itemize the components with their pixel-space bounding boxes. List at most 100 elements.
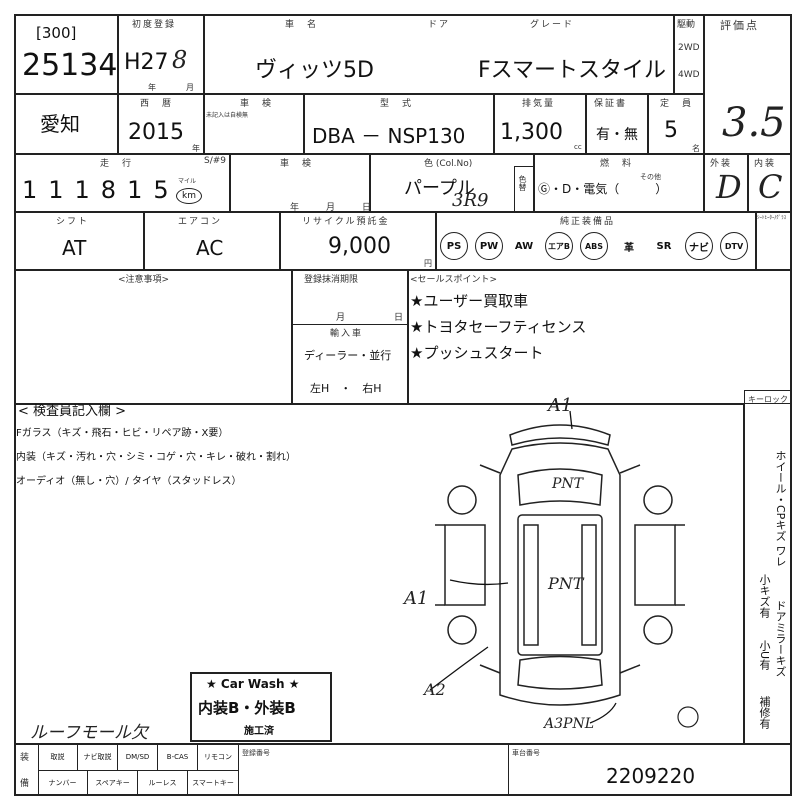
inspection-date-cell bbox=[230, 154, 370, 212]
equipment-item: PS bbox=[440, 232, 468, 260]
rear-mark-circle bbox=[677, 706, 699, 728]
footer-label-top: 装 bbox=[20, 753, 32, 763]
footer-chassis-divider bbox=[508, 744, 509, 796]
handwritten-roof-mould: ルーフモール欠 bbox=[30, 723, 148, 743]
capacity: 5 bbox=[664, 118, 678, 143]
footer-row bbox=[14, 744, 792, 796]
side-note-3: ドアミラーキズ bbox=[774, 600, 787, 677]
color-change-cell bbox=[514, 166, 534, 212]
model-year: 2015 bbox=[128, 120, 184, 145]
keyless-label: キーロック bbox=[748, 395, 788, 404]
exterior-grade: D bbox=[716, 168, 742, 206]
fuel-label: 燃 料 bbox=[600, 159, 634, 169]
equipment-item: AW bbox=[514, 240, 534, 252]
aircon: AC bbox=[196, 236, 224, 260]
interior-cell bbox=[748, 154, 792, 212]
sales-point-2: ★トヨタセーフティセンス bbox=[410, 318, 587, 336]
side-note-2: 小キズ有 bbox=[758, 574, 771, 618]
recycle-yen: 円 bbox=[424, 259, 434, 268]
exterior-label: 外装 bbox=[710, 159, 733, 169]
mark-a3pnl: A3PNL bbox=[544, 716, 594, 732]
aircon-cell bbox=[144, 212, 280, 270]
equipment-cell bbox=[436, 212, 756, 270]
sales-cell bbox=[408, 270, 792, 404]
region-cell bbox=[14, 94, 118, 154]
year-unit: 年 bbox=[148, 83, 158, 92]
warranty-cell bbox=[586, 94, 648, 154]
fuel-other: その他 bbox=[640, 173, 661, 181]
warranty: 有・無 bbox=[596, 127, 638, 143]
seat-heater-label: ｼｰﾄﾋｰﾀｰ/ｸﾞﾗｽ bbox=[757, 215, 787, 221]
import-label: 輸入車 bbox=[330, 329, 364, 339]
insp-day-unit: 日 bbox=[362, 203, 374, 213]
equipment-item: エアB bbox=[545, 232, 573, 260]
aircon-label: エアコン bbox=[178, 217, 223, 227]
insp-month-unit: 月 bbox=[326, 203, 338, 213]
footer-item: 取説 bbox=[38, 744, 78, 770]
footer-item: リモコン bbox=[204, 753, 232, 761]
equipment-item: ナビ bbox=[685, 232, 713, 260]
registration-day: 日 bbox=[394, 313, 406, 323]
keyless-cell bbox=[744, 390, 792, 744]
lot-cell bbox=[14, 14, 118, 94]
score-cell bbox=[704, 14, 792, 154]
mark-a1-left: A1 bbox=[404, 588, 429, 609]
lot-number: 25134 bbox=[22, 48, 118, 83]
inspector-line-2: 内装（キズ・汚れ・穴・シミ・コゲ・穴・キレ・破れ・割れ） bbox=[16, 452, 296, 463]
capacity-label: 定 員 bbox=[660, 99, 694, 109]
footer-item: ナビ取説 bbox=[78, 744, 118, 770]
first-reg-year: H27 bbox=[124, 50, 169, 75]
registration-label: 登録抹消期限 bbox=[304, 275, 359, 285]
year-label: 西 暦 bbox=[140, 99, 174, 109]
mark-a1-top: A1 bbox=[548, 395, 573, 416]
carwash-status: 施工済 bbox=[244, 726, 274, 737]
drive-cell bbox=[674, 14, 704, 94]
inspection-label: 車 検 bbox=[240, 99, 274, 109]
footer-item: ナンバー bbox=[38, 770, 88, 796]
equipment-item: 革 bbox=[624, 242, 634, 254]
first-reg-cell bbox=[118, 14, 204, 94]
footer-reg-divider bbox=[238, 744, 239, 796]
car-damage-diagram bbox=[429, 410, 699, 728]
registration-cell bbox=[292, 270, 408, 404]
footer-label-bottom: 備 bbox=[20, 779, 32, 789]
car-name-cell bbox=[204, 14, 674, 94]
inspection-cell bbox=[204, 94, 304, 154]
equipment-item: PW bbox=[475, 232, 503, 260]
displacement: 1,300 bbox=[500, 120, 563, 145]
chassis-number: 2209220 bbox=[606, 764, 696, 788]
grade: Fスマートスタイル bbox=[478, 58, 666, 83]
score-label: 評価点 bbox=[720, 19, 759, 32]
region: 愛知 bbox=[40, 112, 80, 136]
recycle: 9,000 bbox=[328, 234, 391, 259]
equipment-label: 純正装備品 bbox=[560, 217, 616, 227]
year-cell bbox=[118, 94, 204, 154]
footer-mid-divider bbox=[38, 770, 238, 771]
interior-grade: C bbox=[758, 168, 783, 206]
equipment-item: DTV bbox=[720, 232, 748, 260]
drive-2wd: 2WD bbox=[678, 43, 700, 53]
color-change-label: 色替 bbox=[518, 175, 527, 191]
drive-label: 駆動 bbox=[677, 20, 696, 30]
inspection-note: 未記入は自検無 bbox=[206, 112, 249, 119]
shift-label: シフト bbox=[56, 217, 90, 227]
model-label: 型 式 bbox=[380, 99, 414, 109]
capacity-cell bbox=[648, 94, 704, 154]
score-value: 3.5 bbox=[722, 100, 786, 146]
model-cell bbox=[304, 94, 494, 154]
recycle-cell bbox=[280, 212, 436, 270]
registration-month: 月 bbox=[336, 313, 348, 323]
model-year-unit: 年 bbox=[192, 144, 202, 153]
mileage: 111815 bbox=[22, 176, 180, 204]
month-unit: 月 bbox=[186, 83, 196, 92]
sales-label: <セールスポイント> bbox=[410, 275, 498, 285]
caution-cell bbox=[14, 270, 292, 404]
registration-divider bbox=[292, 324, 408, 325]
shift-cell bbox=[14, 212, 144, 270]
grade-label: グレード bbox=[530, 20, 575, 30]
inspector-line-1: Fガラス（キズ・飛石・ヒビ・リペア跡・X要） bbox=[16, 428, 229, 439]
footer-item: DM/SD bbox=[118, 744, 158, 770]
car-name-label: 車 名 bbox=[285, 20, 319, 30]
